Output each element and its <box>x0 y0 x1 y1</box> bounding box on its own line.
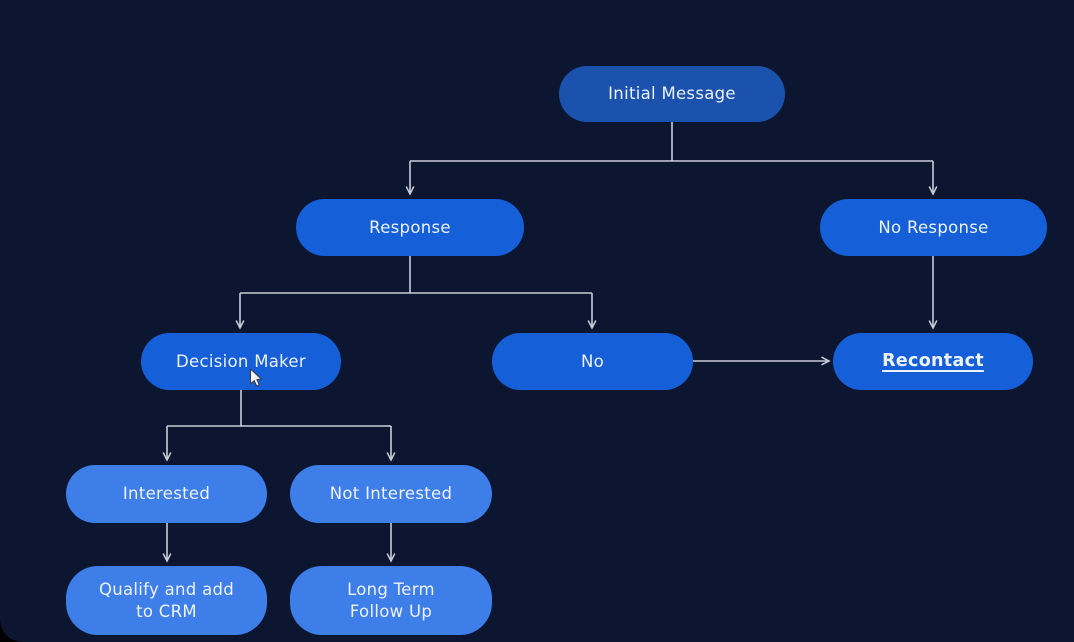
node-label: Recontact <box>882 351 984 372</box>
node-label: No Response <box>878 217 989 237</box>
node-response[interactable]: Response <box>296 199 524 256</box>
node-decision-maker[interactable]: Decision Maker <box>141 333 341 390</box>
node-no[interactable]: No <box>492 333 693 390</box>
node-qualify-and-add-to-crm[interactable]: Qualify and add to CRM <box>66 566 267 635</box>
node-label: Initial Message <box>608 84 736 104</box>
node-label: Response <box>369 217 451 237</box>
node-label: Decision Maker <box>176 351 306 371</box>
node-label: Interested <box>122 484 211 504</box>
node-long-term-follow-up[interactable]: Long Term Follow Up <box>290 566 492 635</box>
screen-rounded-corner <box>0 620 22 642</box>
node-label: Long Term Follow Up <box>347 580 435 621</box>
node-label: Not Interested <box>329 484 453 504</box>
node-recontact[interactable]: Recontact <box>833 333 1033 390</box>
node-initial-message[interactable]: Initial Message <box>559 66 785 122</box>
node-label: No <box>580 351 605 371</box>
node-label: Qualify and add to CRM <box>98 580 235 621</box>
node-not-interested[interactable]: Not Interested <box>290 465 492 523</box>
node-interested[interactable]: Interested <box>66 465 267 523</box>
node-no-response[interactable]: No Response <box>820 199 1047 256</box>
